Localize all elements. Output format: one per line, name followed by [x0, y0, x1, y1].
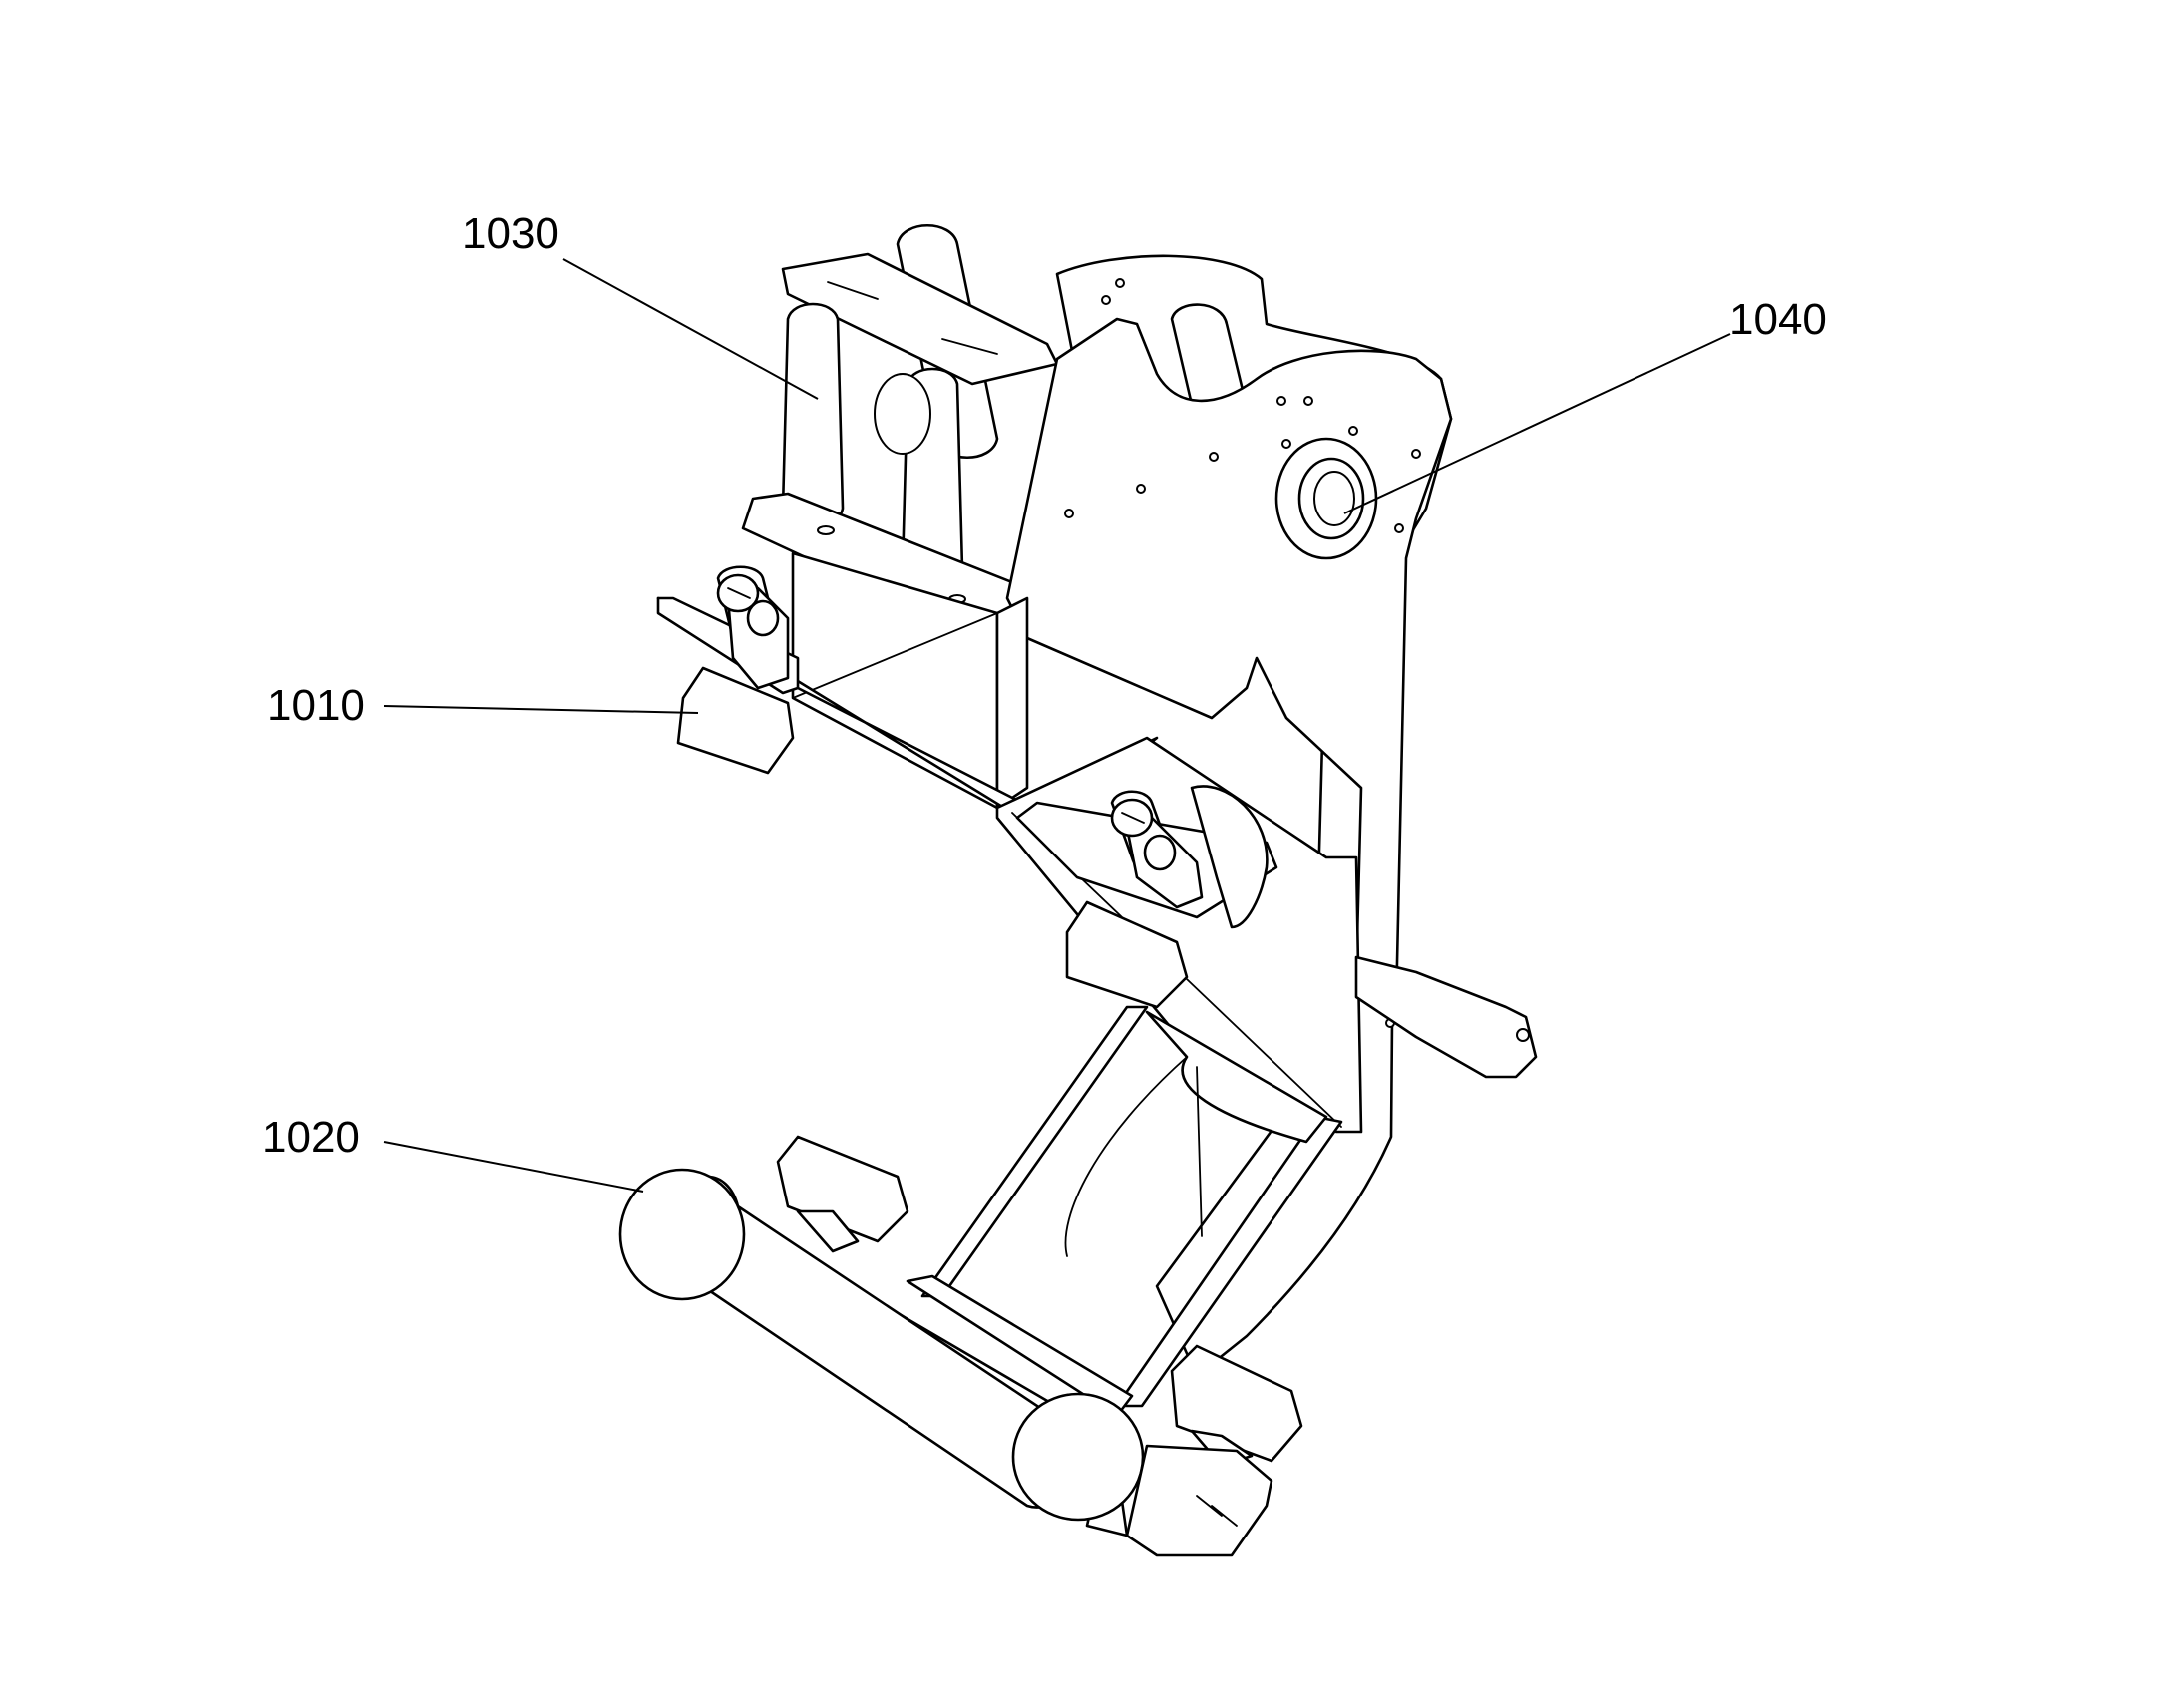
clamp-assembly-right [1015, 785, 1278, 1009]
leader-1020 [383, 1141, 644, 1193]
ref-label-1040: 1040 [1729, 295, 1827, 344]
ref-label-1030: 1030 [462, 209, 559, 258]
ref-label-1010: 1010 [267, 681, 365, 730]
front-side-plate [1005, 278, 1453, 1074]
upper-roller-guide [741, 224, 1264, 625]
leader-1010 [383, 705, 699, 714]
leader-lines [383, 258, 1731, 1193]
pivot-bushing [1274, 437, 1378, 560]
lower-roller-bar [618, 1135, 1303, 1557]
leader-1030 [562, 258, 819, 400]
lower-jaw-struts [920, 1005, 1343, 1408]
reference-numerals: 1030 1040 1010 1020 [262, 209, 1827, 1162]
leader-1040 [1343, 333, 1731, 514]
clamp-assembly-left [656, 565, 800, 775]
ref-label-1020: 1020 [262, 1113, 360, 1162]
